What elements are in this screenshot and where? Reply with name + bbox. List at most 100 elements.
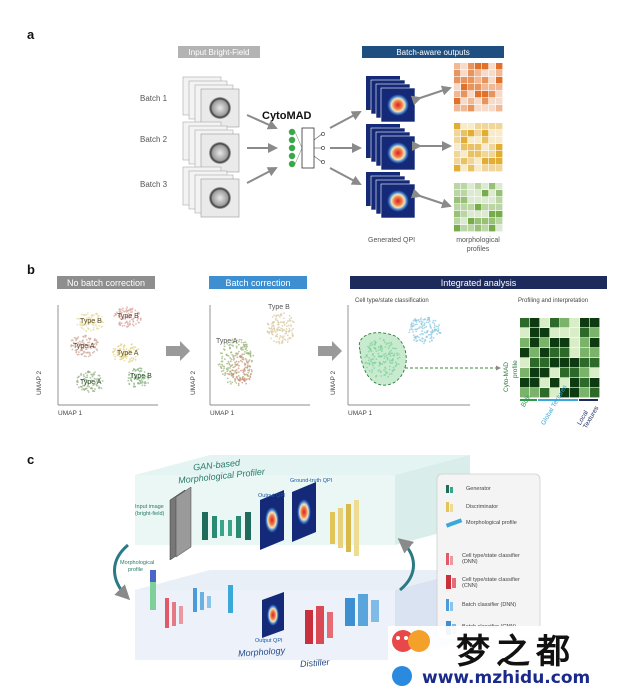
scatter-point — [243, 367, 246, 370]
profile-cell — [482, 225, 489, 232]
scatter-point — [83, 355, 86, 358]
scatter-point — [127, 349, 130, 352]
profile-cell — [454, 151, 461, 158]
scatter-point — [226, 362, 229, 365]
scatter-point — [369, 349, 372, 352]
umap2-label: UMAP 2 — [330, 370, 337, 395]
scatter-point — [75, 345, 78, 348]
scatter-point — [413, 318, 416, 321]
scatter-point — [410, 325, 413, 328]
profile-cell — [468, 158, 475, 165]
scatter-point — [125, 315, 128, 318]
profile-cell — [475, 204, 482, 211]
scatter-point — [100, 315, 103, 318]
scatter-point — [114, 356, 116, 358]
scatter-point — [95, 312, 98, 315]
scatter-point — [221, 355, 224, 358]
scatter-point — [396, 354, 399, 357]
profile-cell — [489, 204, 496, 211]
scatter-point — [231, 341, 234, 344]
scatter-point — [129, 347, 132, 350]
scatter-point — [138, 377, 141, 379]
profile-cell — [461, 158, 468, 165]
profile-cell — [468, 183, 475, 190]
scatter-point — [130, 313, 133, 316]
scatter-point — [244, 379, 247, 382]
scatter-point — [119, 352, 122, 355]
scatter-point — [232, 366, 235, 369]
watermark-url: www.mzhidu.com — [422, 668, 591, 688]
scatter-point — [276, 327, 279, 330]
scatter-point — [270, 330, 272, 333]
scatter-point — [414, 323, 417, 326]
input-image-brightfield-label: (bright-field) — [135, 511, 165, 517]
scatter-point — [86, 319, 89, 321]
scatter-point — [90, 379, 93, 382]
scatter-point — [246, 364, 249, 367]
scatter-point — [281, 335, 283, 338]
scatter-point — [134, 377, 136, 380]
scatter-point — [222, 369, 225, 372]
scatter-point — [72, 341, 75, 344]
scatter-point — [433, 322, 436, 325]
scatter-point — [131, 308, 133, 311]
scatter-point — [74, 349, 77, 352]
scatter-point — [93, 320, 96, 322]
panel-a-letter: a — [27, 27, 35, 42]
heatmap-cell — [530, 318, 540, 328]
watermark-small-logo-icon — [392, 666, 412, 686]
scatter-point — [235, 360, 238, 363]
profile-cell — [468, 123, 475, 130]
profile-cell — [482, 211, 489, 218]
scatter-point — [119, 344, 122, 347]
scatter-point — [284, 332, 287, 335]
scatter-point — [130, 311, 132, 314]
scatter-point — [119, 355, 122, 358]
scatter-point — [77, 343, 79, 346]
profile-cell — [461, 144, 468, 151]
scatter-point — [85, 376, 87, 379]
scatter-point — [413, 339, 415, 342]
heatmap-cell — [580, 338, 590, 348]
scatter-point — [88, 351, 91, 354]
scatter-point — [423, 318, 426, 321]
scatter-point — [430, 333, 433, 336]
heatmap-cell — [560, 378, 570, 388]
scatter-point — [291, 335, 294, 338]
profile-cell — [489, 144, 496, 151]
scatter-point — [233, 341, 236, 343]
scatter-point — [377, 349, 380, 352]
scatter-point — [229, 370, 232, 373]
scatter-point — [236, 356, 239, 359]
scatter-point — [87, 351, 89, 354]
umap-plot-corrected — [209, 305, 310, 406]
scatter-point — [284, 338, 287, 341]
profile-cell — [496, 183, 503, 190]
scatter-point — [130, 350, 132, 352]
scatter-point — [378, 364, 381, 367]
scatter-point — [232, 358, 235, 361]
profile-cell — [482, 123, 489, 130]
profile-cell — [454, 70, 461, 77]
scatter-point — [117, 349, 120, 352]
scatter-point — [237, 352, 239, 355]
scatter-point — [137, 348, 140, 350]
input-brightfield-header: Input Bright-Field — [178, 46, 260, 58]
scatter-point — [93, 343, 96, 346]
scatter-point — [116, 354, 119, 357]
scatter-point — [233, 357, 236, 360]
profile-cell — [468, 211, 475, 218]
profile-cell — [461, 137, 468, 144]
scatter-point — [384, 346, 387, 348]
scatter-point — [242, 341, 245, 344]
scatter-point — [245, 373, 248, 376]
scatter-point — [231, 354, 234, 356]
scatter-point — [285, 330, 288, 333]
scatter-point — [249, 350, 252, 353]
profile-cell — [489, 218, 496, 225]
scatter-point — [120, 315, 123, 318]
scatter-point — [391, 369, 394, 372]
heatmap-cell — [530, 338, 540, 348]
scatter-point — [288, 327, 291, 330]
scatter-point — [140, 379, 143, 381]
